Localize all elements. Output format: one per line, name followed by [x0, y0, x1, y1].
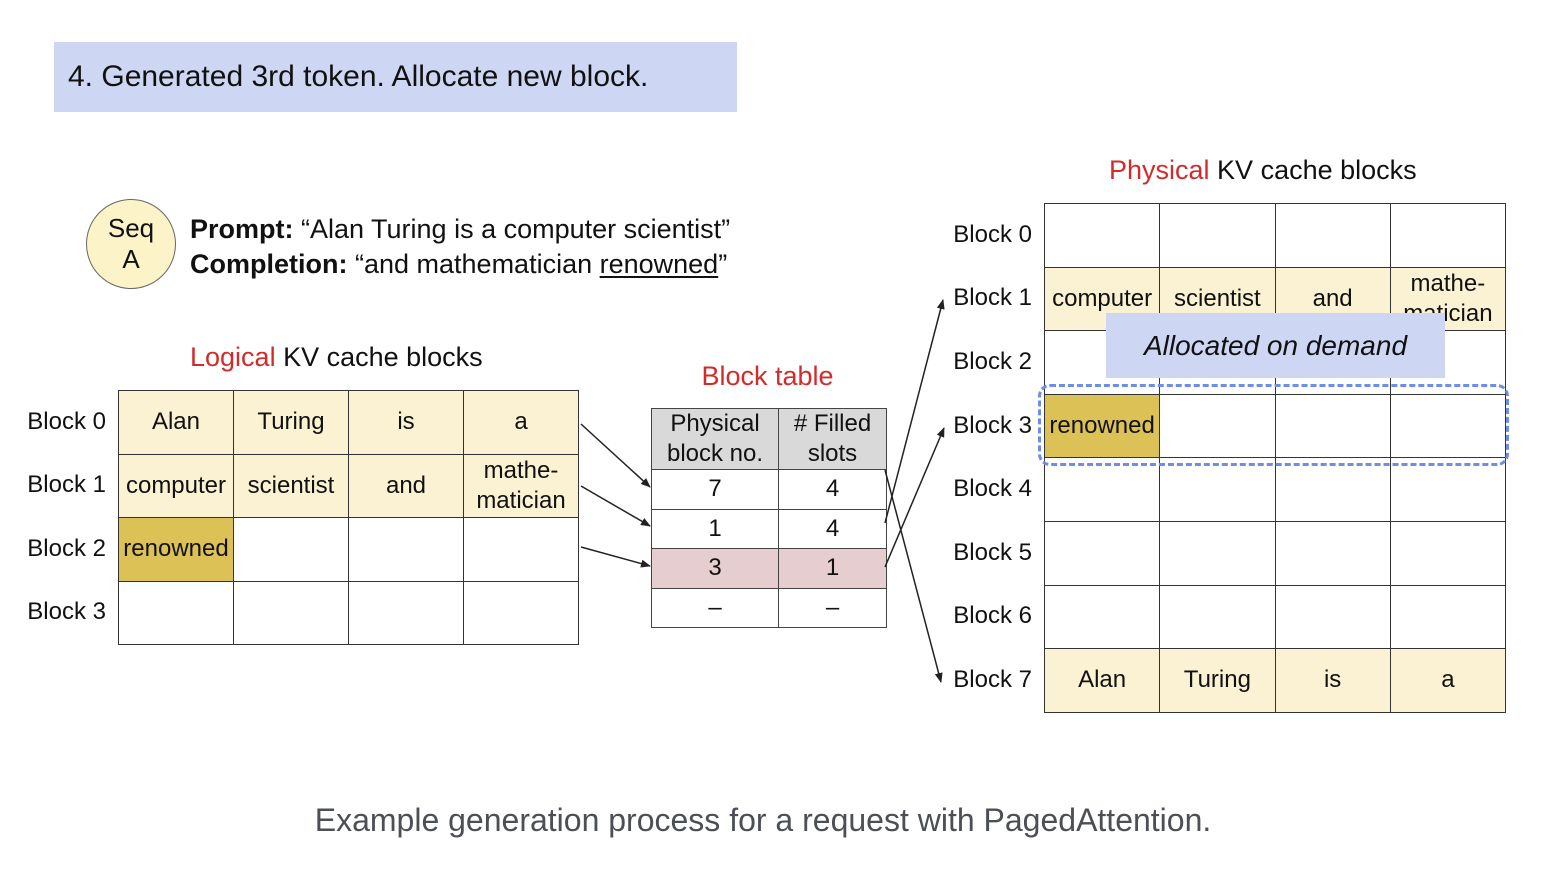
physical-block-label: Block 5: [953, 538, 1032, 566]
physical-block-label: Block 7: [953, 666, 1032, 693]
header-physical-block-no: Physical block no.: [651, 408, 779, 470]
kv-slot: computer: [118, 453, 234, 518]
logical-block-label: Block 2: [27, 534, 106, 562]
prompt-text: “Alan Turing is a computer scientist”: [293, 214, 731, 244]
completion-line: Completion: “and mathematician renowned”: [190, 247, 730, 282]
physical-row: [1043, 457, 1507, 522]
physical-row: [1043, 520, 1507, 586]
completion-new-token: renowned: [599, 249, 719, 279]
physical-block-label: Block 6: [953, 602, 1032, 630]
kv-slot: [1043, 520, 1161, 586]
kv-slot: is: [1274, 648, 1391, 713]
kv-slot: [1274, 203, 1391, 268]
logical-row: renowned: [118, 517, 579, 582]
physical-block-number: –: [651, 587, 779, 628]
physical-block-label: Block 0: [953, 220, 1032, 248]
completion-text: “and mathematician: [347, 249, 600, 279]
physical-block-label: Block 4: [953, 475, 1032, 503]
physical-row: renowned: [1043, 393, 1507, 459]
kv-slot: and: [348, 453, 464, 518]
logical-block-label: Block 0: [27, 407, 106, 435]
kv-slot: [118, 580, 234, 645]
kv-slot: Turing: [233, 390, 349, 455]
physical-block-number: 1: [651, 508, 779, 549]
physical-block-label: Block 3: [953, 411, 1032, 439]
kv-slot: Alan: [118, 390, 234, 455]
sequence-badge-line2: A: [122, 244, 140, 274]
prompt-block: Prompt: “Alan Turing is a computer scien…: [190, 212, 730, 282]
new-block-highlight: [1038, 384, 1509, 466]
allocated-on-demand-note: Allocated on demand: [1106, 313, 1445, 378]
kv-slot: mathe- matician: [463, 453, 579, 518]
kv-slot: is: [348, 390, 464, 455]
logical-title-rest: KV cache blocks: [275, 342, 483, 372]
kv-slot: [1159, 393, 1276, 459]
physical-block-number: 3: [651, 548, 779, 589]
kv-slot: [1389, 457, 1507, 522]
physical-row: [1043, 584, 1507, 650]
kv-slot: [233, 517, 349, 582]
block-table-title: Block table: [701, 361, 834, 391]
sequence-badge-line1: Seq: [107, 213, 155, 243]
kv-slot: [1389, 584, 1507, 650]
kv-slot: [1159, 203, 1276, 268]
kv-slot: [1043, 457, 1161, 522]
figure-caption: Example generation process for a request…: [314, 802, 1212, 838]
physical-row: [1043, 203, 1507, 268]
kv-slot: Alan: [1043, 648, 1161, 713]
physical-block-label: Block 1: [953, 284, 1032, 312]
kv-slot: renowned: [1043, 393, 1161, 459]
completion-close-quote: ”: [718, 249, 728, 279]
kv-slot: computer: [1043, 266, 1161, 332]
kv-slot: [1389, 203, 1507, 268]
kv-slot: [1274, 584, 1391, 650]
physical-title-rest: KV cache blocks: [1209, 155, 1417, 185]
logical-block-label: Block 3: [27, 598, 106, 626]
prompt-line: Prompt: “Alan Turing is a computer scien…: [190, 212, 730, 247]
kv-slot: [1274, 457, 1391, 522]
kv-slot: [463, 580, 579, 645]
kv-slot: [1159, 457, 1276, 522]
kv-slot: [1274, 393, 1391, 459]
kv-slot: a: [463, 390, 579, 455]
kv-slot: [1389, 520, 1507, 586]
logical-row: [118, 580, 579, 645]
kv-slot: [348, 580, 464, 645]
prompt-label: Prompt:: [190, 214, 294, 244]
kv-slot: [1043, 584, 1161, 650]
kv-slot: [1159, 520, 1276, 586]
physical-title-highlight: Physical: [1109, 155, 1210, 185]
block-table-header: Physical block no.# Filled slots: [651, 408, 887, 470]
step-banner: 4. Generated 3rd token. Allocate new blo…: [54, 42, 737, 112]
physical-title: Physical KV cache blocks: [1109, 155, 1417, 186]
logical-block-label: Block 1: [27, 471, 106, 499]
kv-slot: [1274, 520, 1391, 586]
completion-label: Completion:: [190, 249, 348, 279]
block-table-row: ––: [651, 587, 887, 628]
physical-block-number: 7: [651, 469, 779, 510]
kv-slot: [1043, 203, 1161, 268]
kv-slot: [233, 580, 349, 645]
logical-title-highlight: Logical: [190, 342, 276, 372]
kv-slot: a: [1389, 648, 1507, 713]
sequence-badge: Seq A: [86, 199, 176, 289]
kv-slot: Turing: [1159, 648, 1276, 713]
kv-slot: [1159, 584, 1276, 650]
logical-title: Logical KV cache blocks: [190, 342, 483, 373]
filled-slots-count: –: [778, 587, 887, 628]
header-filled-slots: # Filled slots: [778, 408, 887, 470]
physical-block-label: Block 2: [953, 348, 1032, 375]
